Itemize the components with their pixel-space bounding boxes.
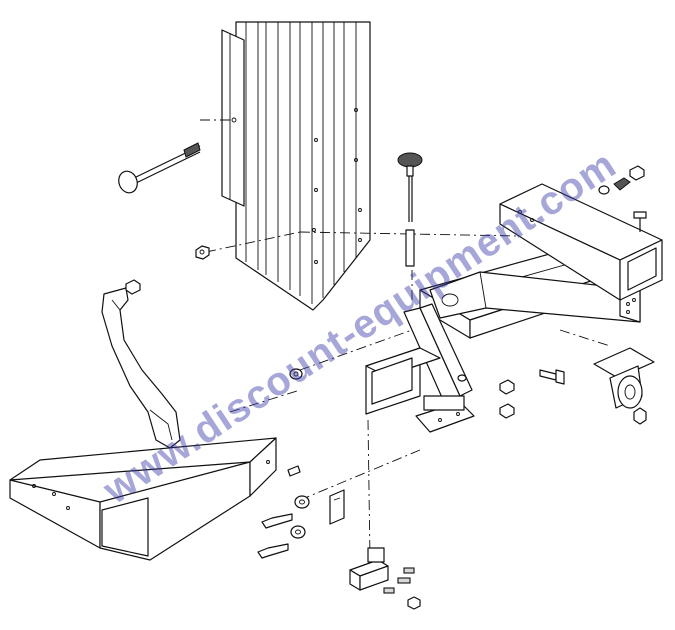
bolt-and-nut-center-icon: [457, 369, 565, 419]
knob-plunger-pin-icon: [397, 152, 423, 267]
outrigger-leg-right-icon: [499, 183, 663, 301]
washer-left-icon: [287, 368, 303, 477]
washer-and-nut-right-icon: [598, 165, 647, 232]
caster-wheel-icon: [593, 347, 655, 425]
hex-nut-upper-icon: [195, 245, 210, 260]
bolts-and-washers-icon: [257, 489, 345, 559]
outrigger-leg-left-icon: [9, 437, 277, 561]
handle-bracket-icon: [101, 279, 181, 449]
foot-clamp-icon: [349, 547, 421, 610]
lock-pin-with-ring-icon: [118, 142, 201, 194]
mast-column-icon: [221, 21, 371, 311]
